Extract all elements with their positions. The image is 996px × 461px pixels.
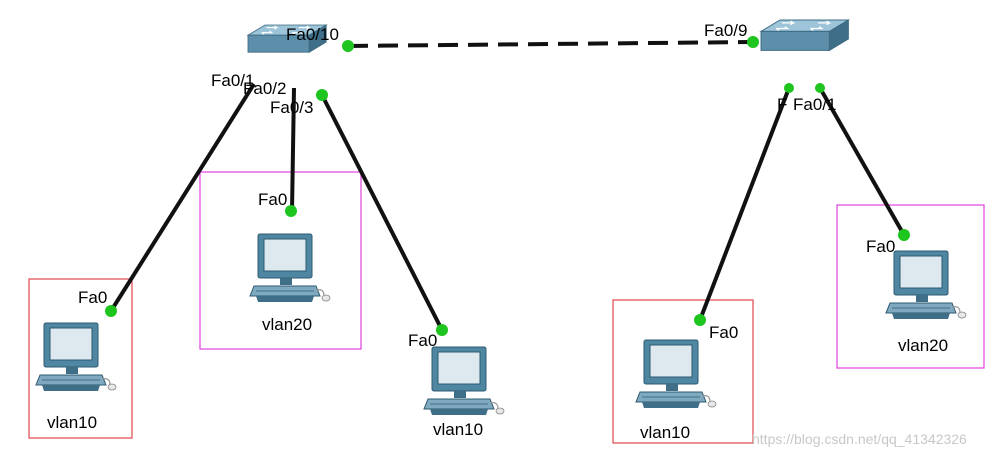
vlan20-box-1: [199, 171, 362, 350]
port-label-left-fa03: Fa0/3: [270, 98, 313, 117]
pc2-port-label: Fa0: [258, 190, 287, 209]
pc-1[interactable]: [35, 322, 117, 392]
pc-3[interactable]: [423, 346, 505, 416]
trunk-link: [347, 40, 754, 48]
pc3-port-label: Fa0: [408, 331, 437, 350]
link-left-fa03-pc3: [320, 94, 444, 331]
port-label-left-fa02: Fa0/2: [243, 79, 286, 98]
pc-4[interactable]: [635, 339, 717, 409]
pc-5[interactable]: [885, 250, 967, 320]
pc1-port-label: Fa0: [78, 288, 107, 307]
pc5-port-label: Fa0: [866, 237, 895, 256]
port-label-left-fa010: Fa0/10: [286, 25, 339, 44]
pc5-vlan-label: vlan20: [898, 336, 948, 355]
port-label-left-fa01: Fa0/1: [211, 71, 254, 90]
link-left-fa01-pc1: [109, 82, 256, 313]
link-left-fa02-pc2: [290, 87, 296, 212]
pc4-vlan-label: vlan10: [640, 423, 690, 442]
vlan20-box-2: [836, 204, 985, 369]
pc3-vlan-label: vlan10: [433, 420, 483, 439]
port-label-right-fa09: Fa0/9: [704, 21, 747, 40]
vlan10-box-1: [28, 278, 133, 439]
port-label-right-fa01: Fa0/1: [793, 95, 836, 114]
watermark: https://blog.csdn.net/qq_41342326: [752, 431, 967, 447]
pc4-port-label: Fa0: [709, 323, 738, 342]
switch-right[interactable]: [760, 19, 850, 52]
link-right-f-pc4: [698, 87, 791, 321]
pc1-vlan-label: vlan10: [47, 413, 97, 432]
pc-2[interactable]: [249, 233, 331, 303]
link-right-fa01-pc5: [818, 87, 906, 236]
port-dots: [105, 36, 910, 336]
vlan10-box-2: [612, 299, 754, 444]
pc2-vlan-label: vlan20: [262, 315, 312, 334]
port-label-right-f: F: [777, 95, 787, 114]
